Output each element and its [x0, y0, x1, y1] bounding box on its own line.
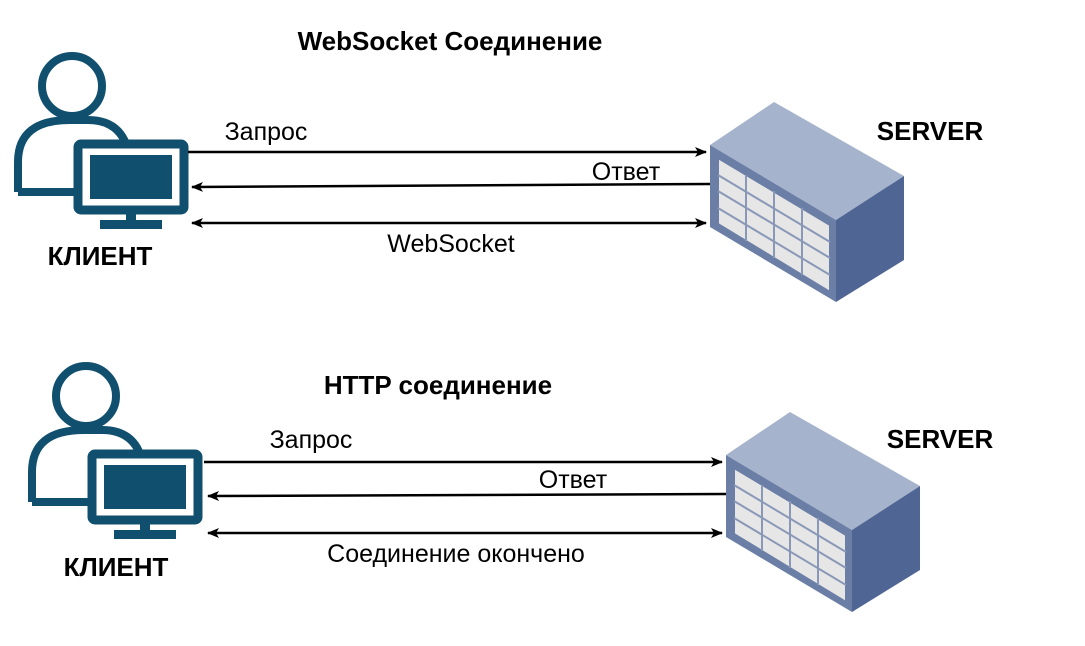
server-rack-icon — [726, 412, 920, 612]
request-label: Запрос — [225, 118, 308, 146]
response-arrow — [191, 181, 711, 192]
response-label: Ответ — [592, 158, 661, 186]
client-label: КЛИЕНТ — [48, 241, 153, 271]
response-label: Ответ — [539, 466, 608, 494]
request-label: Запрос — [270, 426, 353, 454]
user-with-monitor-icon — [14, 52, 189, 229]
client-label: КЛИЕНТ — [64, 552, 169, 582]
http-title: HTTP соединение — [324, 370, 552, 400]
server-label: SERVER — [887, 424, 994, 454]
connection-closed-label: Соединение окончено — [327, 540, 585, 568]
websocket-section: WebSocket Соединение КЛИЕНТ — [14, 26, 984, 302]
websocket-title: WebSocket Соединение — [298, 26, 603, 56]
websocket-channel-label: WebSocket — [387, 230, 514, 258]
server-label: SERVER — [877, 116, 984, 146]
response-arrow — [207, 490, 727, 501]
server-rack-icon — [710, 102, 904, 302]
user-with-monitor-icon — [28, 362, 203, 539]
http-section: HTTP соединение КЛИЕНТ — [28, 362, 994, 612]
